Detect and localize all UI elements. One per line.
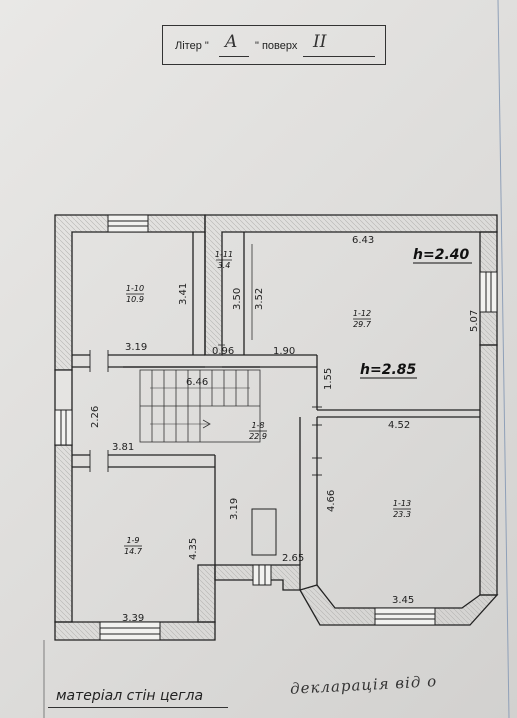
floor-value: II: [313, 32, 327, 52]
svg-text:3.4: 3.4: [218, 261, 231, 270]
door-marks: [89, 350, 322, 476]
header-stamp-box: Літер " A " поверх II: [162, 25, 386, 65]
dim-3-39: 3.39: [122, 613, 144, 624]
material-caption: матеріал стін цегла: [56, 688, 204, 704]
room-1-10: 1-10 10.9: [126, 284, 144, 304]
windows: [54, 214, 498, 641]
litera-value: A: [225, 32, 238, 52]
dim-3-81: 3.81: [112, 442, 134, 453]
dim-3-52: 3.52: [254, 288, 265, 310]
height-main: h=2.85: [360, 362, 416, 378]
dim-1-90: 1.90: [273, 346, 295, 357]
dim-4-66: 4.66: [326, 490, 337, 512]
page-margin-line: [497, 0, 510, 718]
svg-text:10.9: 10.9: [126, 295, 144, 304]
dim-3-50: 3.50: [232, 288, 243, 310]
dim-3-45: 3.45: [392, 595, 414, 606]
staircase: [139, 369, 261, 443]
dim-3-19-top: 3.19: [125, 342, 147, 353]
outer-walls: [54, 214, 499, 641]
dimension-ticks: [218, 244, 253, 346]
dim-3-19-mid: 3.19: [229, 498, 240, 520]
dim-2-65: 2.65: [282, 553, 304, 564]
svg-text:1-9: 1-9: [126, 536, 139, 545]
dim-6-46: 6.46: [186, 377, 208, 388]
svg-text:1-11: 1-11: [215, 250, 233, 259]
dim-3-41: 3.41: [178, 283, 189, 305]
svg-text:14.7: 14.7: [124, 547, 143, 556]
svg-text:29.7: 29.7: [353, 320, 372, 329]
floor-underline: [303, 56, 375, 57]
dim-6-43: 6.43: [352, 235, 374, 246]
dim-0-96: 0.96: [212, 346, 234, 357]
room-1-12: 1-12 29.7: [353, 309, 372, 329]
room-1-11: 1-11 3.4: [215, 250, 233, 270]
svg-text:1-10: 1-10: [126, 284, 144, 293]
svg-text:22.9: 22.9: [249, 432, 267, 441]
material-underline: [48, 707, 228, 708]
room-1-8: 1-8 22.9: [249, 421, 267, 441]
interior-walls: [72, 232, 480, 585]
room-1-9: 1-9 14.7: [124, 536, 143, 556]
ventilation-shaft: [251, 508, 277, 556]
height-upper-room: h=2.40: [413, 247, 469, 263]
dim-1-55: 1.55: [323, 368, 334, 390]
svg-text:23.3: 23.3: [393, 510, 411, 519]
svg-text:1-12: 1-12: [353, 309, 371, 318]
dim-4-35: 4.35: [188, 538, 199, 560]
dimension-labels: 6.43 3.41 3.19 3.50 3.52 5.07 0.96 1.90 …: [90, 235, 480, 624]
litera-label: Літер ": [175, 40, 209, 52]
svg-text:1-8: 1-8: [251, 421, 264, 430]
svg-text:1-13: 1-13: [393, 499, 411, 508]
room-1-13: 1-13 23.3: [393, 499, 411, 519]
litera-underline: [219, 56, 249, 57]
dim-5-07: 5.07: [469, 310, 480, 332]
dim-4-52: 4.52: [388, 420, 410, 431]
poverkh-label: " поверх: [255, 40, 298, 52]
dim-2-26: 2.26: [90, 406, 101, 428]
